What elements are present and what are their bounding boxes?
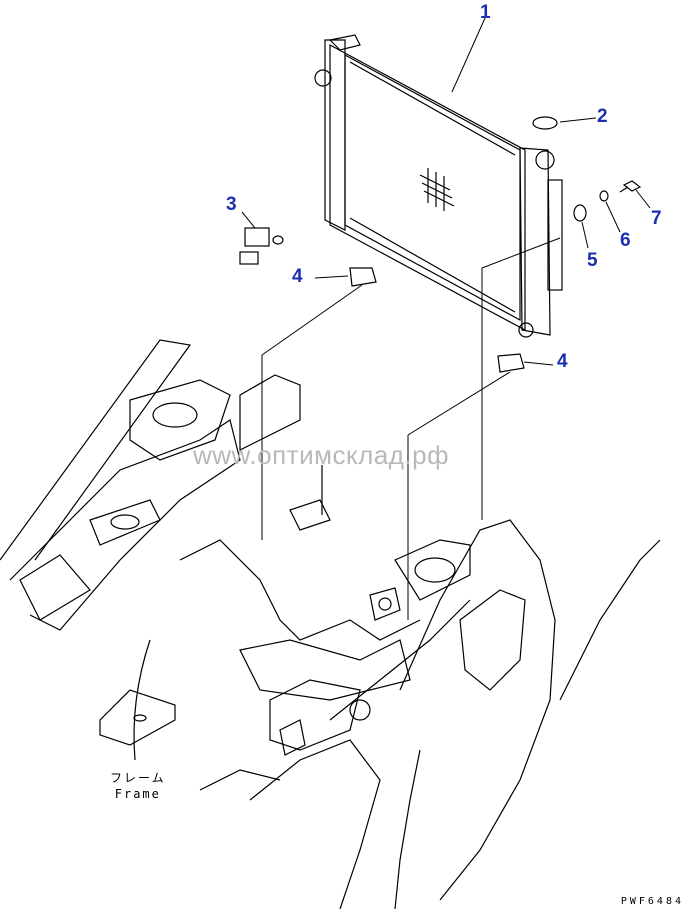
callout-1: 1: [480, 2, 491, 23]
washer-part-6: [599, 190, 609, 202]
callout-4b: 4: [557, 351, 568, 372]
nut-part-5: [573, 204, 587, 222]
bolt-part-7: [619, 180, 642, 193]
callout-6: 6: [620, 230, 631, 251]
callout-7: 7: [651, 208, 662, 229]
frame-structure: [0, 339, 661, 909]
cushion-part-4a: [349, 267, 377, 287]
frame-label: フレーム Frame: [110, 770, 166, 802]
leader-lines: [241, 17, 651, 620]
drawing-code: PWF6484: [620, 896, 684, 907]
drain-valve-part-3: [239, 227, 284, 265]
radiator-cap-part-2: [532, 116, 558, 130]
callout-5: 5: [587, 250, 598, 271]
radiator-part-1: [314, 34, 563, 338]
callout-4a: 4: [292, 266, 303, 287]
callout-3: 3: [226, 194, 237, 215]
frame-label-en: Frame: [114, 787, 161, 801]
cushion-part-4b: [497, 353, 525, 373]
frame-label-jp: フレーム: [110, 771, 166, 785]
watermark: www.оптимсклад.рф: [193, 440, 450, 470]
callout-2: 2: [597, 106, 608, 127]
